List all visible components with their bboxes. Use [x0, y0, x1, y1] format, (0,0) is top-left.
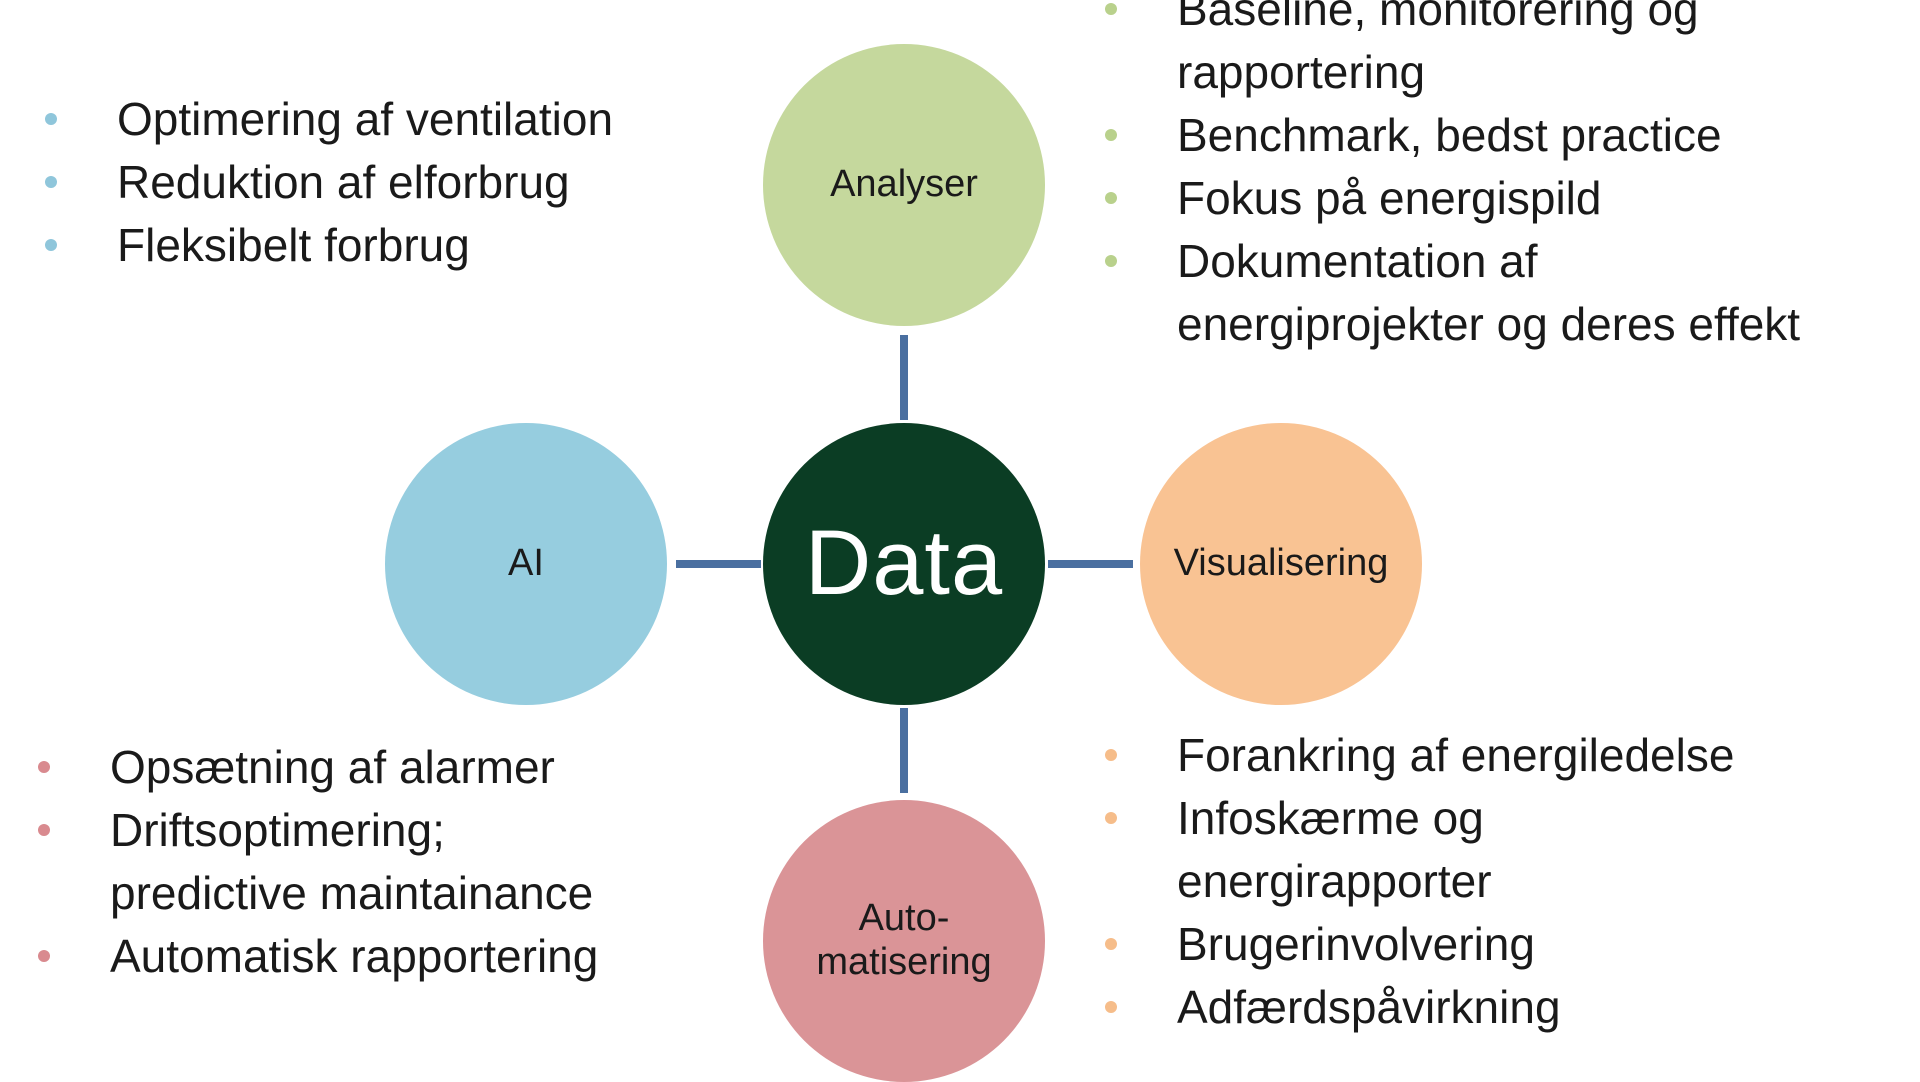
list-item: Opsætning af alarmer — [38, 736, 598, 799]
list-item: Brugerinvolvering — [1105, 913, 1734, 976]
bullet-icon — [1105, 129, 1117, 141]
analyser-list: Baseline, monitorering og rapportering B… — [1105, 0, 1800, 356]
list-item: rapportering — [1177, 46, 1426, 98]
list-item: Adfærdspåvirkning — [1105, 976, 1734, 1039]
bullet-icon — [1105, 1001, 1117, 1013]
list-item: Automatisk rapportering — [38, 925, 598, 988]
bullet-icon — [1105, 938, 1117, 950]
analyser-circle: Analyser — [763, 44, 1045, 326]
list-item: Fleksibelt forbrug — [45, 214, 613, 277]
connector-left — [676, 560, 761, 568]
list-item: Reduktion af elforbrug — [45, 151, 613, 214]
list-item: Optimering af ventilation — [45, 88, 613, 151]
list-item: energiprojekter og deres effekt — [1177, 298, 1801, 350]
analyser-label: Analyser — [830, 163, 978, 206]
connector-bottom — [900, 708, 908, 793]
bullet-icon — [45, 239, 57, 251]
data-circle: Data — [763, 423, 1045, 705]
list-item: predictive maintainance — [110, 867, 594, 919]
bullet-icon — [1105, 749, 1117, 761]
ai-label: AI — [508, 542, 544, 585]
connector-right — [1048, 560, 1133, 568]
list-item: Dokumentation af — [1105, 230, 1800, 293]
automatisering-list: Opsætning af alarmer Driftsoptimering; p… — [38, 736, 598, 988]
bullet-icon — [1105, 3, 1117, 15]
list-item: Fokus på energispild — [1105, 167, 1800, 230]
bullet-icon — [45, 113, 57, 125]
list-item: Forankring af energiledelse — [1105, 724, 1734, 787]
list-item: energirapporter — [1177, 855, 1492, 907]
visualisering-label: Visualisering — [1173, 542, 1389, 585]
automatisering-circle: Auto- matisering — [763, 800, 1045, 1082]
bullet-icon — [1105, 255, 1117, 267]
bullet-icon — [45, 176, 57, 188]
visualisering-circle: Visualisering — [1140, 423, 1422, 705]
data-label: Data — [804, 512, 1004, 615]
list-item: Baseline, monitorering og — [1105, 0, 1800, 41]
bullet-icon — [1105, 192, 1117, 204]
ai-list: Optimering af ventilation Reduktion af e… — [45, 88, 613, 277]
automatisering-label: Auto- matisering — [816, 897, 992, 983]
list-item: Benchmark, bedst practice — [1105, 104, 1800, 167]
visualisering-list: Forankring af energiledelse Infoskærme o… — [1105, 724, 1734, 1039]
bullet-icon — [38, 824, 50, 836]
ai-circle: AI — [385, 423, 667, 705]
connector-top — [900, 335, 908, 420]
bullet-icon — [38, 761, 50, 773]
bullet-icon — [38, 950, 50, 962]
list-item: Driftsoptimering; — [38, 799, 598, 862]
list-item: Infoskærme og — [1105, 787, 1734, 850]
bullet-icon — [1105, 812, 1117, 824]
